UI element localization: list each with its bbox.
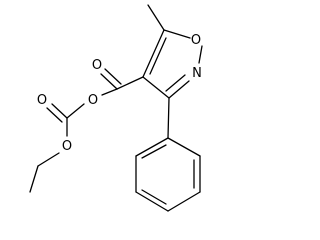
bonds — [29, 4, 203, 212]
carbonyl-oxygen-label: O — [92, 58, 102, 73]
phenyl-inner-bond-3 — [141, 144, 167, 159]
bridging-oxygen-label: O — [88, 93, 98, 108]
ring-nitrogen-label: N — [192, 66, 202, 81]
atom-labels: O N O O O O — [37, 33, 202, 154]
bond-c4-carbonyl — [116, 76, 144, 90]
bond-c4-c5 — [142, 29, 165, 78]
bond-carbonyl-o-double-b — [104, 68, 122, 85]
bond-carbonate-c-o-double-b — [46, 107, 63, 123]
structure-drawing: O N O O O O — [29, 4, 203, 212]
carbonate-oxygen-label: O — [37, 93, 47, 108]
phenyl-bond-1 — [167, 137, 201, 157]
chemical-structure: O N O O O O — [29, 4, 203, 212]
bond-carbonate-c-o-double-a — [51, 103, 68, 119]
bond-ester-o-ch2 — [37, 152, 60, 167]
bond-c5-o1 — [163, 29, 191, 39]
bond-carbonyl-bridging-o — [101, 88, 118, 96]
phenyl-bond-4 — [135, 191, 169, 212]
bond-o1-n2 — [198, 45, 203, 64]
bond-bridging-o-carbonate-c — [66, 103, 85, 119]
phenyl-bond-6 — [135, 137, 169, 157]
bond-n2-c3-double — [165, 74, 186, 92]
bond-c4-c5-double — [149, 37, 167, 75]
bond-c3-c4 — [142, 76, 170, 99]
phenyl-inner-bond-2 — [141, 189, 167, 205]
bond-ch2-ch3 — [29, 165, 39, 193]
ester-oxygen-label: O — [62, 139, 72, 154]
bond-n2-c3 — [168, 80, 190, 99]
bond-c3-phenyl — [167, 97, 170, 139]
ring-oxygen-label: O — [191, 33, 201, 48]
bond-carbonyl-o-double-a — [100, 73, 118, 90]
bond-c5-methyl — [147, 4, 165, 31]
phenyl-bond-3 — [167, 191, 201, 212]
